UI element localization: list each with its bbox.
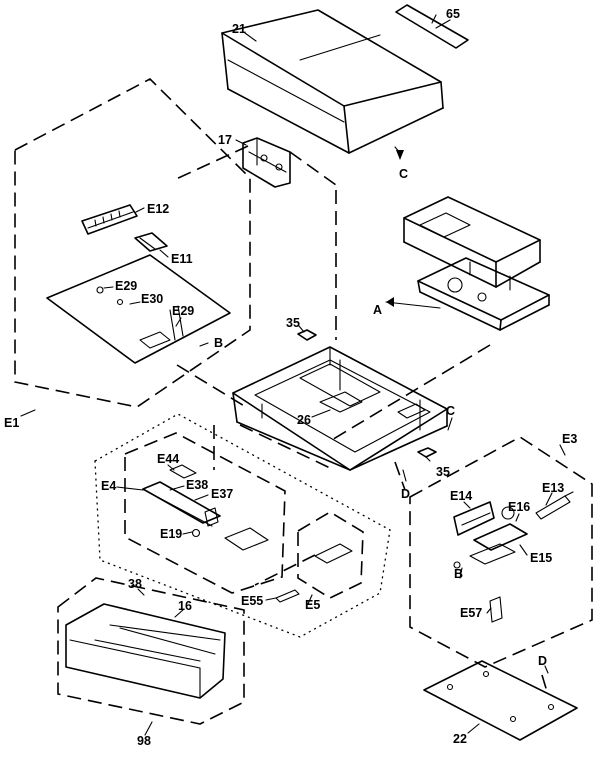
label-38: 38 xyxy=(128,577,142,591)
label-17: 17 xyxy=(218,133,232,147)
connector-e55 xyxy=(275,589,300,603)
label-e5: E5 xyxy=(305,598,320,612)
front-panel-frame-98 xyxy=(57,577,245,725)
label-b-left: B xyxy=(214,336,223,350)
assembly-guide-lines xyxy=(173,145,549,696)
label-e3: E3 xyxy=(562,432,577,446)
e4-components xyxy=(142,464,269,551)
board-frame-e3 xyxy=(409,436,593,668)
label-e38: E38 xyxy=(186,478,208,492)
top-cover-21 xyxy=(221,9,444,154)
label-e55: E55 xyxy=(241,594,263,608)
label-16: 16 xyxy=(178,599,192,613)
label-35-top: 35 xyxy=(286,316,300,330)
label-e44: E44 xyxy=(157,452,179,466)
label-c-mid: C xyxy=(446,404,455,418)
part-35-lower xyxy=(417,447,437,458)
label-98: 98 xyxy=(137,734,151,748)
board-frame-e1 xyxy=(14,78,251,408)
board-frame-e4 xyxy=(124,432,286,594)
label-e13: E13 xyxy=(542,481,564,495)
part-labels: 21 65 17 C E12 E11 E29 E30 E29 B E1 A 35… xyxy=(4,7,577,748)
main-pcb-e1 xyxy=(46,254,231,364)
bracket-17 xyxy=(242,137,291,188)
label-e29-lower: E29 xyxy=(172,304,194,318)
label-e15: E15 xyxy=(530,551,552,565)
label-e29-upper: E29 xyxy=(115,279,137,293)
label-a: A xyxy=(373,303,382,317)
label-e1: E1 xyxy=(4,416,19,430)
label-22: 22 xyxy=(453,732,467,746)
label-e30: E30 xyxy=(141,292,163,306)
label-65: 65 xyxy=(446,7,460,21)
label-b-right: B xyxy=(454,567,463,581)
mechanism-a xyxy=(403,196,550,331)
label-e12: E12 xyxy=(147,202,169,216)
label-e14: E14 xyxy=(450,489,472,503)
label-e11: E11 xyxy=(171,252,193,266)
part-e11 xyxy=(134,232,168,252)
label-e16: E16 xyxy=(508,500,530,514)
label-d-mid: D xyxy=(401,487,410,501)
label-35-lower: 35 xyxy=(436,465,450,479)
label-d-bottom: D xyxy=(538,654,547,668)
label-21: 21 xyxy=(232,22,246,36)
leader-lines xyxy=(20,19,566,736)
label-26: 26 xyxy=(297,413,311,427)
e3-components xyxy=(453,491,574,623)
label-e19: E19 xyxy=(160,527,182,541)
board-e12 xyxy=(81,204,138,235)
chassis xyxy=(232,346,448,471)
board-frame-e5 xyxy=(297,511,364,599)
front-panel xyxy=(65,603,226,699)
part-35-top xyxy=(297,329,317,341)
bottom-plate-22 xyxy=(423,660,578,741)
label-e57: E57 xyxy=(460,606,482,620)
label-c-top: C xyxy=(399,167,408,181)
label-e37: E37 xyxy=(211,487,233,501)
label-e4: E4 xyxy=(101,479,116,493)
label-plate-65 xyxy=(395,4,469,49)
